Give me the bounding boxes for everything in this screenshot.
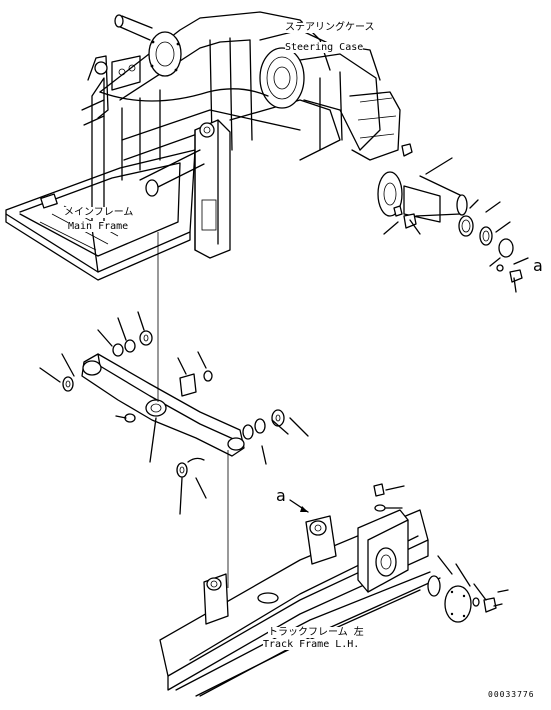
- drawing-code: 00033776: [488, 690, 535, 699]
- alignment-lines: [157, 232, 229, 588]
- track-frame-drawing: [159, 483, 509, 697]
- steering-case-label-jp: ステアリングケース: [285, 22, 375, 33]
- reference-mark-a-bottom: a: [276, 486, 286, 505]
- reference-mark-a-top: a: [533, 256, 543, 275]
- right-axle-assembly: [377, 143, 529, 293]
- main-frame-label-en: Main Frame: [68, 221, 129, 232]
- main-frame-drawing: [5, 11, 401, 281]
- track-frame-label-en: Track Frame L.H.: [263, 639, 360, 650]
- steering-case-label-en: Steering Case: [285, 42, 364, 53]
- main-frame-label-jp: メインフレーム: [64, 207, 134, 218]
- equalizer-bar-assembly: [39, 311, 309, 515]
- track-frame-label-jp: トラックフレーム 左: [268, 627, 364, 638]
